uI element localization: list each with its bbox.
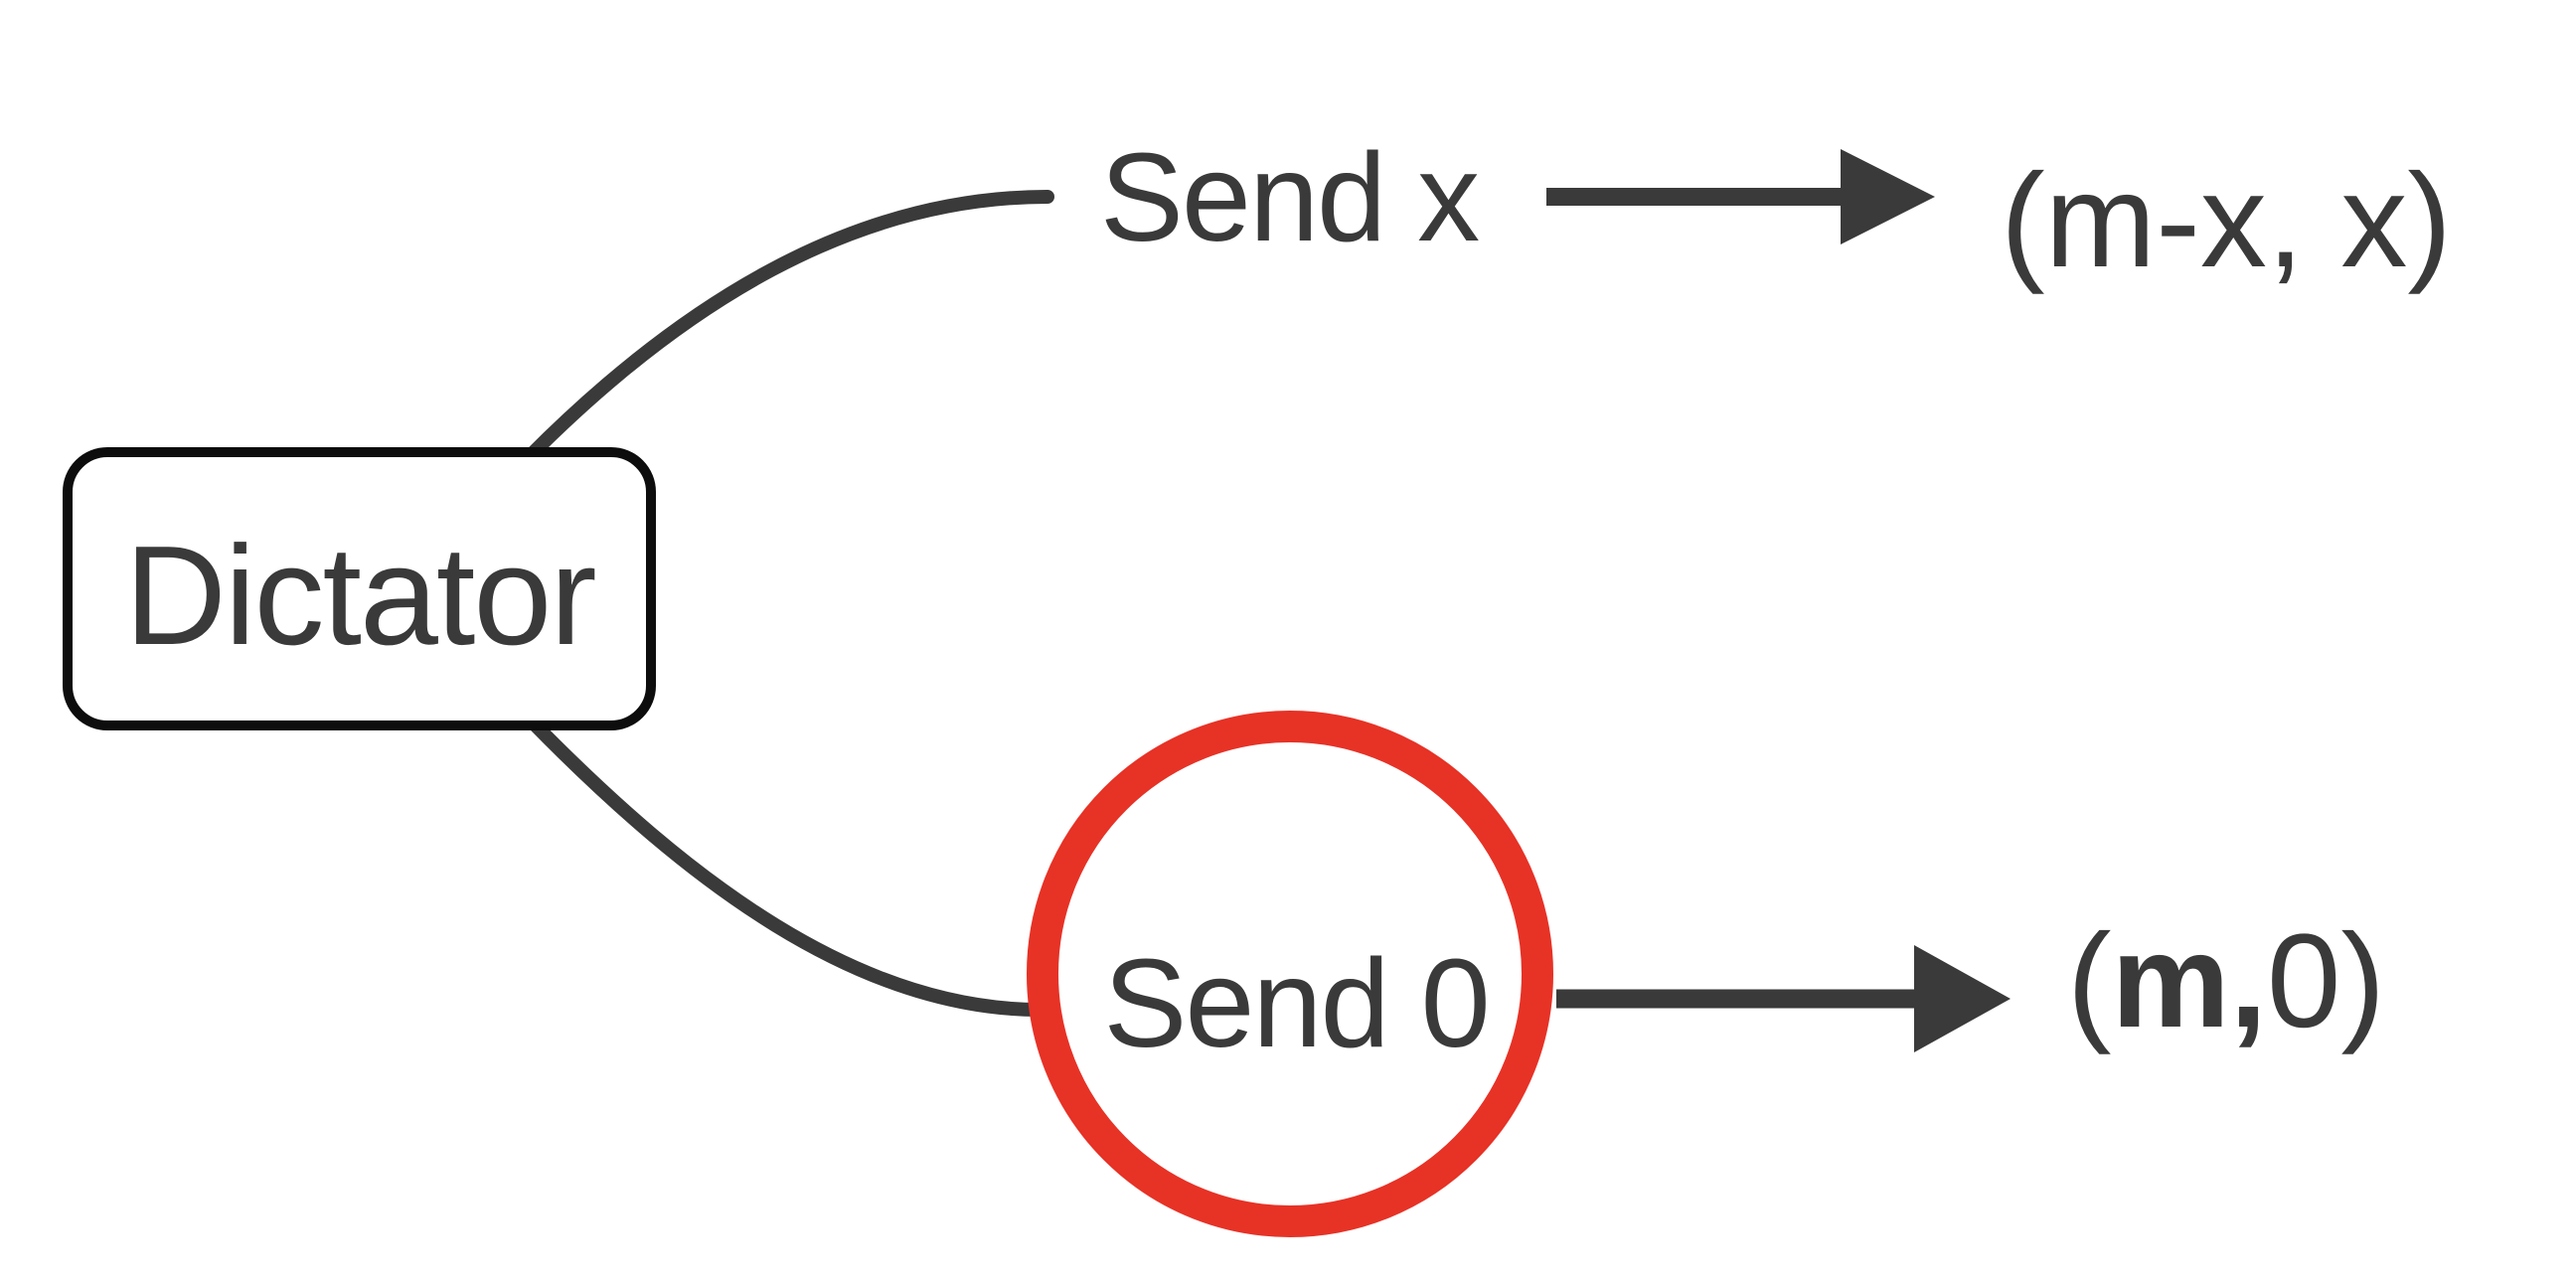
payoff-send-0-rest: 0) [2266, 907, 2386, 1055]
payoff-send-x: (m-x, x) [2001, 147, 2452, 295]
action-label-send-x: Send x [1099, 127, 1480, 267]
arrow-send-0-icon [1556, 945, 2011, 1052]
payoff-send-0-emphasis: m, [2111, 907, 2267, 1055]
payoff-send-0-open: ( [2066, 907, 2112, 1055]
branch-curve-send-x [522, 190, 1054, 464]
branch-curve-send-0 [527, 717, 1046, 1017]
payoff-send-0: (m,0) [2067, 915, 2385, 1048]
dictator-node-label: Dictator [124, 517, 596, 675]
highlight-circle-icon [1027, 711, 1553, 1237]
action-label-send-0: Send 0 [1103, 933, 1490, 1073]
arrow-send-x-head [1841, 149, 1935, 244]
arrow-send-0-head [1914, 945, 2011, 1052]
dictator-node-box [63, 447, 656, 730]
arrow-send-x-icon [1546, 149, 1935, 244]
